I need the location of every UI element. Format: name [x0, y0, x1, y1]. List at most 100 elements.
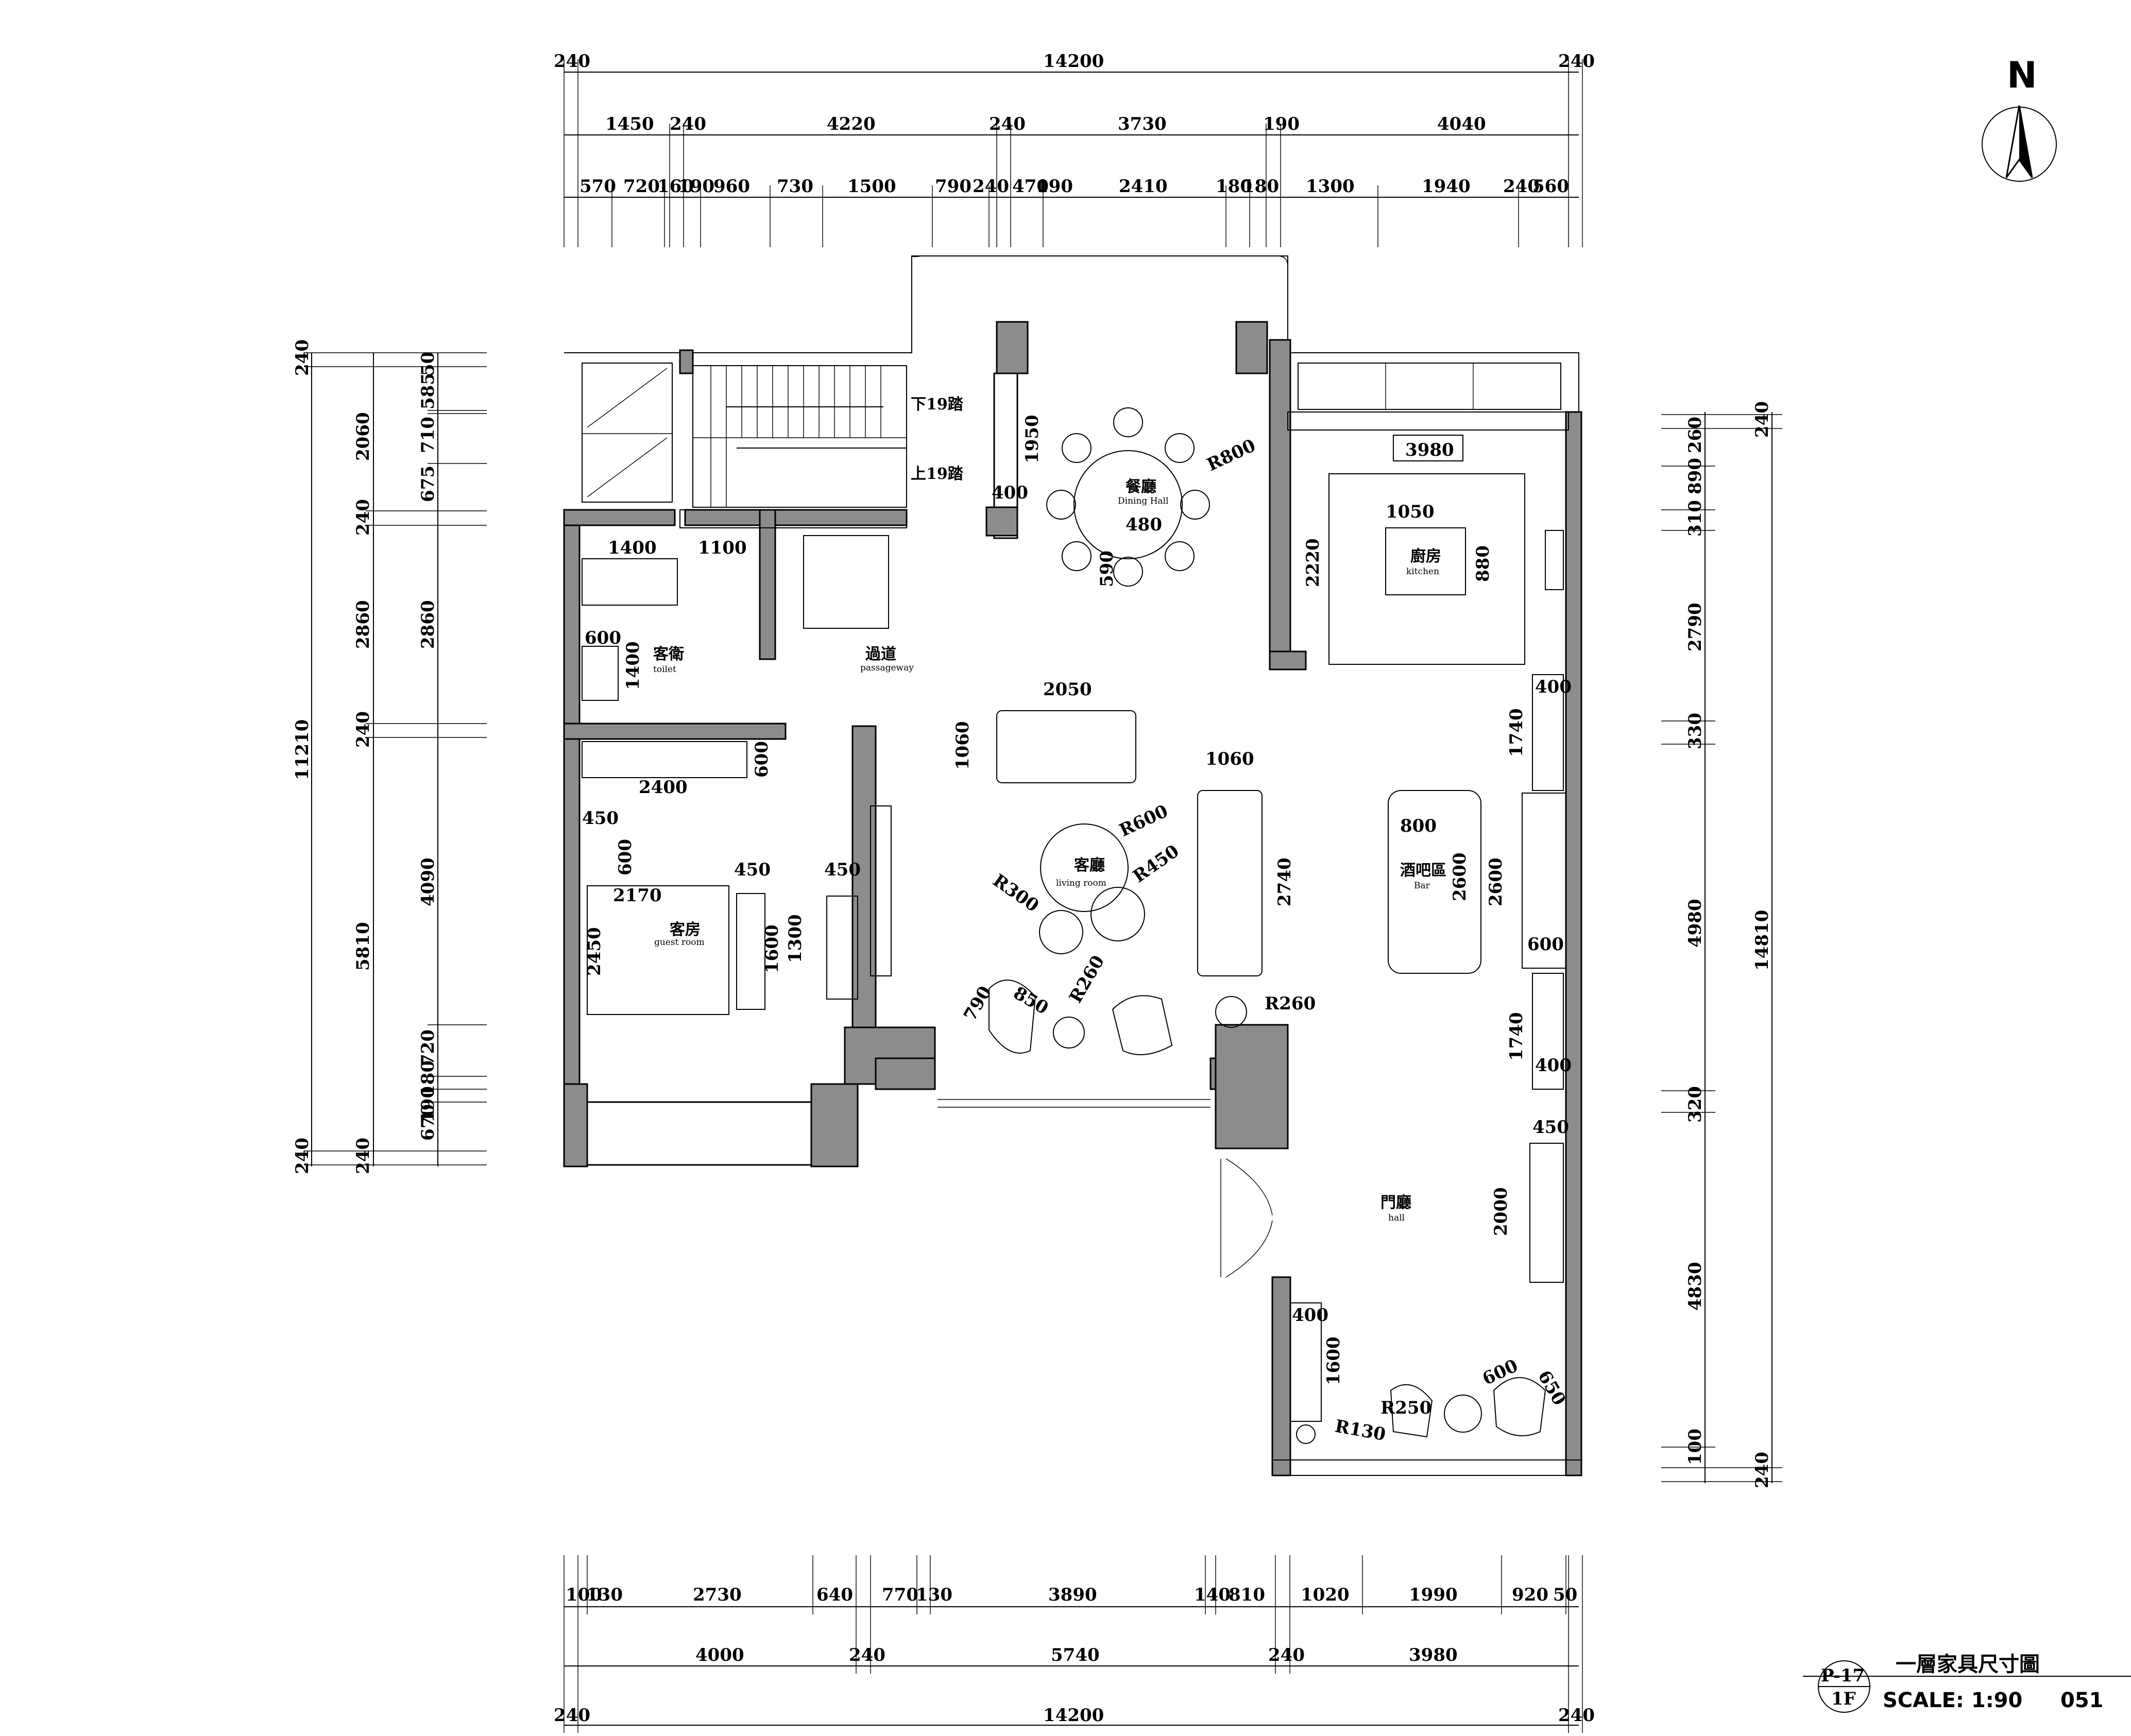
left-dim-in-7: 180 — [418, 1060, 438, 1097]
dining-area: 餐廳 Dining Hall R800 480 590 1950 400 — [992, 407, 1259, 587]
left-dimensions: 240 11210 240 2060 240 2860 240 5810 240… — [292, 339, 487, 1174]
title-block: P-17 1F 一層家具尺寸圖 SCALE: 1:90 051 — [1803, 1653, 2131, 1713]
dining-label-en: Dining Hall — [1118, 496, 1169, 506]
left-dim-in-9: 670 — [418, 1104, 438, 1141]
guest-i-dim: 1600 — [762, 924, 782, 973]
guest-h-dim: 2450 — [584, 927, 605, 976]
chair-a-dim: 790 — [960, 983, 996, 1024]
floor-number: 1F — [1831, 1689, 1856, 1709]
toilet-b-dim: 1100 — [698, 538, 747, 558]
living-label-en: living room — [1056, 878, 1106, 888]
right-dim-in-5: 4980 — [1685, 899, 1706, 948]
hall-label: 門廳 — [1380, 1194, 1411, 1212]
dining-cab-dim: 1950 — [1022, 415, 1043, 463]
bot-dim-r1-4: 770 — [882, 1585, 918, 1605]
living-area: 2050 1060 1060 2740 R600 R450 R300 790 8… — [952, 679, 1316, 1055]
bot-dim-r1-7: 140 — [1194, 1585, 1231, 1605]
hall-r2-dim: R130 — [1333, 1416, 1387, 1445]
hall-area: 450 2000 400 1600 R250 R130 600 650 門廳 h… — [1220, 1117, 1570, 1445]
top-dim-r3-15: 1940 — [1422, 176, 1471, 197]
page-number: 051 — [2060, 1689, 2104, 1712]
right-dim-outer-2: 240 — [1752, 1452, 1772, 1488]
guest-j-dim: 1300 — [785, 914, 806, 963]
left-dim-in-2: 710 — [418, 417, 438, 453]
top-dim-r2-6: 4040 — [1437, 114, 1486, 134]
sofa2-w-dim: 2740 — [1274, 857, 1295, 906]
left-dim-in-5: 4090 — [418, 857, 438, 906]
toilet-area: 1400 1100 600 1400 客衛 toilet 過道 passagew… — [582, 535, 914, 701]
bot-dim-r2-0: 4000 — [695, 1645, 744, 1665]
hall-r1-dim: R250 — [1380, 1398, 1431, 1418]
bot-dim-r2-4: 3980 — [1409, 1645, 1458, 1665]
toilet-a-dim: 1400 — [608, 538, 657, 558]
top-dim-r3-4: 960 — [713, 176, 750, 197]
left-dim-outer-0: 240 — [292, 339, 313, 376]
kitchen-island-dim: 1050 — [1386, 502, 1435, 522]
top-dim-overall-right: 240 — [1558, 51, 1595, 72]
bot-dim-r1-5: 130 — [916, 1585, 952, 1605]
left-dim-outer-1: 11210 — [292, 719, 313, 780]
dining-cab-d-dim: 400 — [992, 483, 1028, 503]
staircase: 下19踏 上19踏 — [692, 365, 964, 508]
side-r-dim: R260 — [1065, 952, 1109, 1007]
stair-up-label: 上19踏 — [911, 465, 964, 483]
right-dim-in-3: 2790 — [1685, 603, 1706, 651]
top-dim-r3-17: 560 — [1532, 176, 1569, 197]
kitchen-area: 3980 1050 880 2220 廚房 kitchen — [1303, 435, 1564, 665]
drawing-scale: SCALE: 1:90 — [1883, 1689, 2022, 1712]
bar-cab-a-dim: 400 — [1535, 677, 1572, 697]
top-dim-r3-8: 240 — [973, 176, 1009, 197]
chair-b-dim: 850 — [1010, 983, 1052, 1019]
left-dim-mid-3: 240 — [353, 711, 373, 748]
dining-r-dim: R800 — [1204, 435, 1259, 475]
passage-label: 過道 — [865, 645, 896, 663]
right-dim-outer-0: 240 — [1752, 401, 1772, 438]
bot-dim-r1-11: 920 — [1512, 1585, 1548, 1605]
side-r2-dim: R260 — [1265, 993, 1316, 1014]
bot-dim-r2-3: 240 — [1268, 1645, 1305, 1665]
bot-dim-r1-3: 640 — [816, 1585, 853, 1605]
right-dim-in-4: 330 — [1685, 713, 1706, 749]
dining-label: 餐廳 — [1126, 478, 1156, 496]
right-dim-outer-1: 14810 — [1752, 910, 1772, 971]
bar-c-dim: 2600 — [1486, 857, 1506, 906]
bot-dim-r1-0: 100 — [566, 1585, 602, 1605]
toilet-c-dim: 600 — [585, 628, 621, 648]
right-dim-in-7: 4830 — [1685, 1262, 1706, 1311]
left-dim-mid-5: 240 — [353, 1138, 373, 1174]
guest-b-dim: 600 — [752, 741, 772, 778]
top-dim-r2-5: 190 — [1263, 114, 1300, 134]
bot-dim-r1-6: 3890 — [1048, 1585, 1097, 1605]
right-dim-in-0: 260 — [1685, 417, 1706, 453]
guest-g-dim: 450 — [824, 860, 861, 880]
guest-label: 客房 — [670, 921, 701, 939]
sofa-d-dim: 1060 — [952, 721, 973, 770]
bar-label-en: Bar — [1414, 881, 1430, 891]
bar-b-dim: 2600 — [1450, 852, 1470, 901]
guest-f-dim: 2170 — [613, 885, 662, 906]
hall-a-dim: 450 — [1532, 1117, 1569, 1138]
hall-d-dim: 1600 — [1323, 1336, 1344, 1385]
top-dim-r2-4: 3730 — [1118, 114, 1167, 134]
guest-a-dim: 2400 — [639, 777, 688, 798]
top-dim-r3-7: 790 — [935, 176, 971, 197]
bar-area: 800 2600 2600 400 1740 600 1740 400 酒吧區 … — [1388, 674, 1572, 1090]
left-dim-in-8: 190 — [418, 1086, 438, 1123]
bot-dim-r1-2: 2730 — [693, 1585, 742, 1605]
bot-dim-overall-right: 240 — [1558, 1705, 1595, 1726]
top-dim-r3-2: 160 — [657, 176, 694, 197]
bar-cab-c-dim: 600 — [1527, 934, 1564, 955]
left-dim-in-6: 720 — [418, 1029, 438, 1066]
sofa-w-dim: 2050 — [1043, 679, 1092, 700]
guest-c-dim: 450 — [582, 808, 619, 829]
top-dim-r3-10: 190 — [1036, 176, 1073, 197]
table-r3-dim: R300 — [989, 870, 1043, 917]
hall-c-dim: 400 — [1292, 1305, 1328, 1326]
walls — [563, 255, 1582, 1476]
bot-dim-r1-12: 50 — [1553, 1585, 1577, 1605]
left-dim-mid-0: 2060 — [353, 412, 373, 461]
hall-b-dim: 2000 — [1491, 1187, 1511, 1236]
dining-w-dim: 480 — [1126, 514, 1162, 535]
toilet-label-en: toilet — [653, 664, 676, 675]
